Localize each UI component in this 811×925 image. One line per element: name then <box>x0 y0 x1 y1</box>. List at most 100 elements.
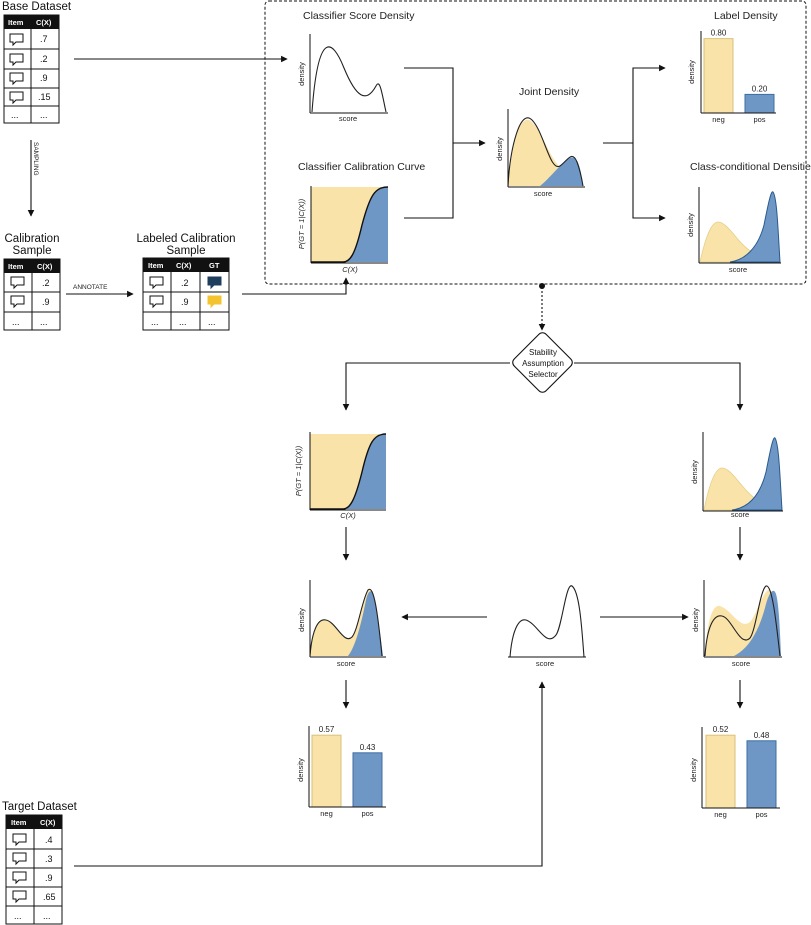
target-label-right-ylabel: density <box>689 758 698 782</box>
target-joint-right-ylabel: density <box>691 608 700 632</box>
bar-value-label: 0.43 <box>360 743 376 752</box>
calibration-ellipsis: ... <box>40 317 48 327</box>
joint-ylabel: density <box>495 137 504 161</box>
calibration-neg-area <box>311 187 388 262</box>
score-density-title: Classifier Score Density <box>303 10 415 22</box>
class-conditional-xlabel: score <box>729 265 747 274</box>
calibration-curve-title: Classifier Calibration Curve <box>298 161 425 173</box>
target-joint-left-curve <box>309 588 383 657</box>
class-conditional-chart: Class-conditional Densities density scor… <box>686 161 811 274</box>
comment-icon <box>149 276 164 290</box>
target-dataset-table: Target Dataset Item C(X) .4 .3 .9 .65 ..… <box>2 801 78 925</box>
target-joint-left-pos-area <box>348 591 383 656</box>
calibration-curve-chart: Classifier Calibration Curve P(GT = 1|C(… <box>297 161 425 274</box>
target-score-density-xlabel: score <box>536 659 554 668</box>
bar-value-label: 0.48 <box>754 731 770 740</box>
selected-class-pos-density <box>731 437 783 511</box>
comment-icon <box>12 833 27 847</box>
class-pos-density <box>729 191 781 263</box>
bar-value-label: 0.20 <box>752 84 768 93</box>
estimation-region <box>264 0 807 285</box>
class-conditional-title: Class-conditional Densities <box>690 161 811 173</box>
comment-icon <box>9 53 24 67</box>
labeled-title-1: Labeled Calibration <box>136 233 235 245</box>
label-density-ylabel: density <box>687 60 696 84</box>
target-joint-right-pos-area <box>734 590 781 656</box>
bar-category-label: neg <box>320 809 333 818</box>
target-joint-left-xlabel: score <box>337 659 355 668</box>
target-header-item: Item <box>11 818 27 827</box>
bar-category-label: neg <box>714 810 727 819</box>
comment-icon <box>12 871 27 885</box>
positive-label-icon <box>207 276 222 290</box>
bar-category-label: pos <box>755 810 767 819</box>
base-dataset-title: Base Dataset <box>2 1 72 13</box>
base-dataset-table: Base Dataset Item C(X) .7 .2 .9 .15 ... … <box>2 1 72 124</box>
base-value: .2 <box>40 54 48 64</box>
score-density-curve <box>311 46 387 113</box>
labeled-ellipsis: ... <box>151 317 159 327</box>
selected-class-xlabel: score <box>731 510 749 519</box>
junction-dot <box>539 283 545 289</box>
labeled-ellipsis: ... <box>208 317 216 327</box>
calibration-ellipsis: ... <box>12 317 20 327</box>
target-ellipsis: ... <box>43 911 51 921</box>
comment-icon <box>149 295 164 309</box>
selector-line-1: Stability <box>529 348 557 357</box>
bar-value-label: 0.57 <box>319 725 335 734</box>
comment-icon <box>10 276 25 290</box>
target-joint-left-chart: density score <box>297 580 386 668</box>
calibration-value: .2 <box>42 278 50 288</box>
bar-pos <box>352 752 383 808</box>
calibration-value: .9 <box>42 297 50 307</box>
comment-icon <box>9 91 24 105</box>
base-value: .7 <box>40 34 48 44</box>
annotate-label: ANNOTATE <box>73 284 108 291</box>
selected-calibration-line <box>310 433 387 510</box>
bar-category-label: neg <box>712 115 725 124</box>
comment-icon <box>9 72 24 86</box>
bar-category-label: pos <box>361 809 373 818</box>
score-density-chart: Classifier Score Density density score <box>297 10 415 123</box>
bar-category-label: pos <box>753 115 765 124</box>
joint-xlabel: score <box>534 189 552 198</box>
labeled-header-gt: GT <box>209 261 220 270</box>
target-joint-left-ylabel: density <box>297 608 306 632</box>
labeled-value: .9 <box>181 297 189 307</box>
target-value: .9 <box>45 873 53 883</box>
joint-curve <box>507 117 584 187</box>
calibration-curve-line <box>311 186 389 263</box>
selected-calibration-xlabel: C(X) <box>340 511 356 520</box>
score-density-xlabel: score <box>339 114 357 123</box>
stability-assumption-selector[interactable]: Stability Assumption Selector <box>511 331 575 395</box>
negative-label-icon <box>207 295 222 309</box>
target-label-right-bars: 0.52 neg 0.48 pos <box>705 725 777 819</box>
bar-neg <box>705 734 736 809</box>
calibration-title-1: Calibration <box>5 233 60 245</box>
bar-value-label: 0.52 <box>713 725 729 734</box>
comment-icon <box>12 890 27 904</box>
target-joint-right-curve <box>704 585 781 657</box>
calibration-header-cx: C(X) <box>37 262 53 271</box>
labeled-value: .2 <box>181 278 189 288</box>
selected-calibration-chart: P(GT = 1|C(X)) C(X) <box>294 432 387 520</box>
calibration-sample-table: Calibration Sample Item C(X) .2 .9 ... .… <box>3 233 61 331</box>
target-score-density-curve <box>509 585 585 658</box>
comment-icon <box>12 852 27 866</box>
base-header-item: Item <box>8 18 24 27</box>
labeled-header-item: Item <box>148 261 164 270</box>
comment-icon <box>10 295 25 309</box>
base-value: .9 <box>40 73 48 83</box>
selector-line-3: Selector <box>528 370 558 379</box>
joint-density-title: Joint Density <box>519 86 580 98</box>
joint-density-chart: Joint Density density score <box>495 86 585 198</box>
labeled-calibration-table: Labeled Calibration Sample Item C(X) GT … <box>136 233 236 331</box>
selected-class-ylabel: density <box>690 460 699 484</box>
calibration-header-item: Item <box>8 262 24 271</box>
target-value: .3 <box>45 854 53 864</box>
base-ellipsis: ... <box>40 110 48 120</box>
bar-neg <box>703 38 734 114</box>
